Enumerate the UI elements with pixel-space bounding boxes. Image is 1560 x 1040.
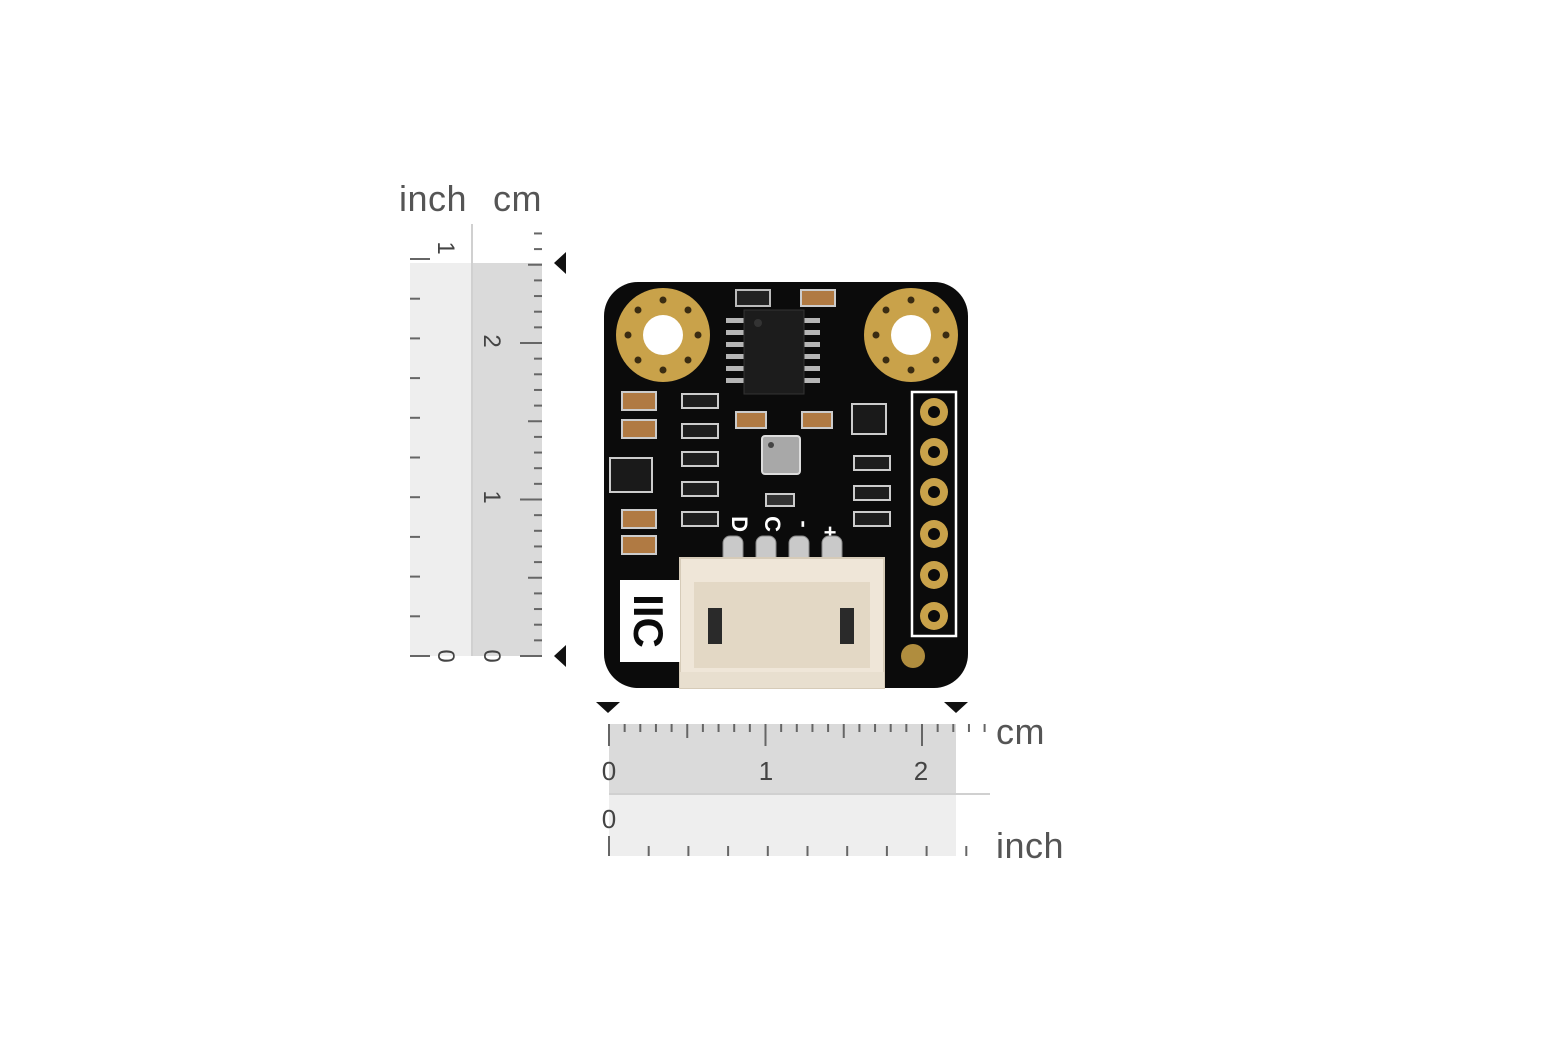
mid-capacitors [735, 411, 833, 429]
transistor [851, 403, 887, 435]
horizontal-cm-label-0: 0 [602, 756, 616, 786]
pin-label-d: D [727, 516, 752, 532]
left-components [609, 391, 657, 555]
pin-label-c: C [760, 516, 785, 532]
vertical-cm-label-0: 0 [478, 649, 505, 662]
vertical-cm-label-1: 1 [478, 490, 505, 503]
vertical-inch-scale-band [410, 263, 472, 656]
horizontal-inch-unit-label: inch [996, 825, 1065, 866]
left-dimension-marker [596, 702, 620, 713]
mounting-hole-right [864, 288, 958, 382]
vertical-ruler: 1 0 2 1 0 [410, 224, 566, 667]
resistor-column-right [853, 455, 891, 527]
right-dimension-marker [944, 702, 968, 713]
horizontal-inch-scale-band [609, 794, 956, 856]
vertical-inch-unit-label: inch [399, 178, 468, 219]
horizontal-cm-label-1: 1 [759, 756, 773, 786]
status-led [765, 493, 795, 507]
vertical-cm-scale-band [472, 263, 542, 656]
bottom-dimension-marker [554, 645, 566, 667]
iic-label: IIC [625, 594, 672, 648]
iic-silkscreen: IIC [620, 580, 680, 662]
sensor-board: D C - + IIC [604, 282, 968, 689]
jst-connector [679, 535, 885, 689]
mounting-hole-left [616, 288, 710, 382]
horizontal-cm-unit-label: cm [996, 711, 1045, 752]
pin-label-minus: - [792, 520, 817, 527]
ground-pad [901, 644, 925, 668]
top-resistors [735, 289, 836, 307]
horizontal-inch-label-0: 0 [602, 804, 616, 834]
vertical-cm-unit-label: cm [493, 178, 542, 219]
horizontal-ruler: 0 1 2 0 [596, 702, 990, 856]
top-dimension-marker [554, 252, 566, 274]
vertical-inch-label-1: 1 [432, 241, 459, 254]
horizontal-cm-label-2: 2 [914, 756, 928, 786]
main-ic-chip [726, 309, 820, 395]
header-pins [910, 390, 958, 638]
horizontal-cm-scale-band [609, 724, 956, 794]
vertical-inch-label-0: 0 [432, 649, 459, 662]
resistor-column-left [681, 393, 719, 527]
vertical-cm-label-2: 2 [478, 334, 505, 347]
environment-sensor [761, 435, 801, 475]
